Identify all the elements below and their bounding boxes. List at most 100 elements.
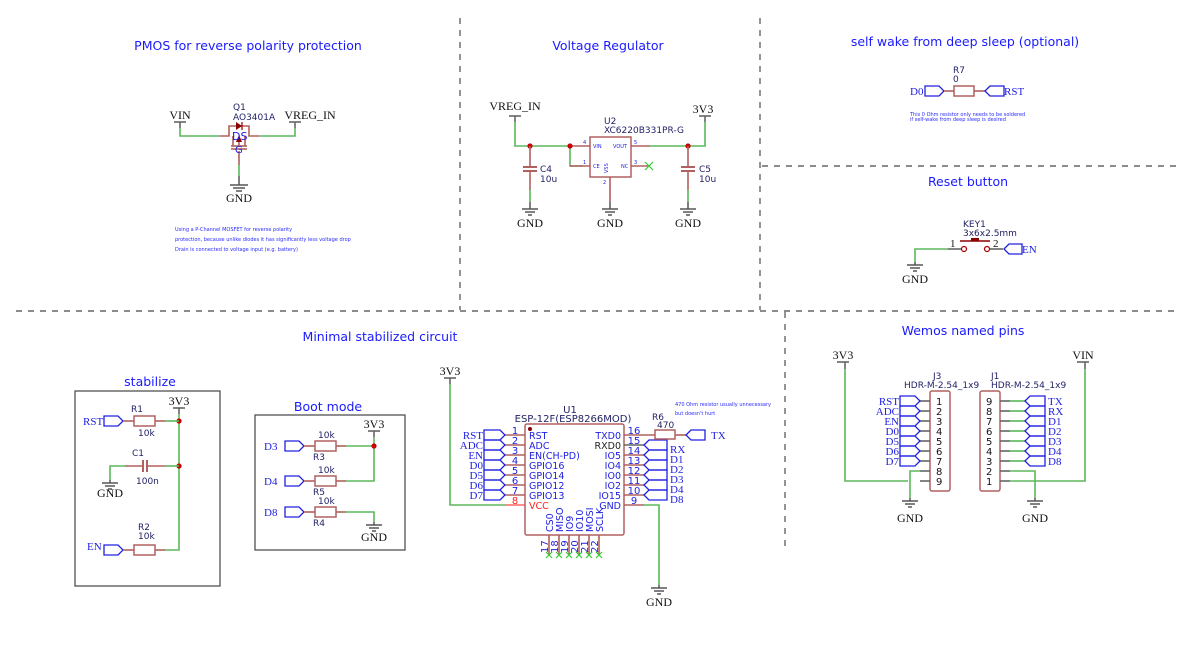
flag-esp-d2[interactable]: D2 [670,464,683,476]
net-label-vreg-in-2: VREG_IN [489,99,541,113]
port-flag-en-icon [1003,243,1023,255]
svg-text:9: 9 [986,397,992,408]
flag-esp-adc[interactable]: ADC [460,440,483,452]
u2-pin-nc: NC [621,164,629,170]
svg-text:2: 2 [512,436,518,447]
svg-text:10k: 10k [318,497,335,507]
flag-j1-rx[interactable]: RX [1048,406,1063,418]
esp-pin-adc: ADC [529,441,550,452]
flag-d3-boot[interactable]: D3 [264,441,278,453]
svg-text:5: 5 [936,437,942,448]
gnd-symbol-c1: GND [97,480,123,500]
resistor-r4[interactable] [314,506,337,518]
gnd-symbol-c4: GND [517,202,543,230]
svg-text:3: 3 [512,446,518,457]
flag-j1-d2[interactable]: D2 [1048,426,1061,438]
port-flag-icon [483,469,506,481]
capacitor-c5[interactable]: C5 10u [681,146,716,190]
flag-j1-d4[interactable]: D4 [1048,446,1062,458]
svg-text:GND: GND [897,511,923,525]
svg-text:17: 17 [540,540,551,553]
esp-pin-io0: IO0 [605,471,621,482]
regulator-section: Voltage Regulator VREG_IN C4 10u U2 XC62… [489,38,716,230]
resistor-r6[interactable] [654,429,676,440]
resistor-r7[interactable] [953,85,975,97]
flag-esp-d1[interactable]: D1 [670,454,683,466]
flag-d4-boot[interactable]: D4 [264,476,278,488]
svg-text:16: 16 [628,426,641,437]
esp-pin-gpio12: GPIO12 [529,481,564,492]
flag-j1-tx[interactable]: TX [1048,396,1063,408]
flag-en-stab[interactable]: EN [87,541,102,553]
flag-rst-stab[interactable]: RST [83,416,103,428]
flag-esp-d4[interactable]: D4 [670,484,684,496]
capacitor-c4[interactable]: C4 10u [523,146,557,190]
flag-j1-d3[interactable]: D3 [1048,436,1062,448]
svg-text:10k: 10k [138,532,155,542]
flag-j1-d8[interactable]: D8 [1048,456,1062,468]
svg-text:4: 4 [936,427,942,438]
stabilize-box [74,390,221,587]
flag-j3-d5[interactable]: D5 [886,436,900,448]
resistor-r2[interactable] [133,544,156,556]
flag-esp-d5[interactable]: D5 [470,470,484,482]
net-label-vin: VIN [169,108,191,122]
port-flag-icon [899,445,921,457]
flag-j3-d0[interactable]: D0 [886,426,900,438]
svg-text:1: 1 [583,160,586,166]
flag-esp-d7[interactable]: D7 [470,490,484,502]
flag-esp-d0[interactable]: D0 [470,460,484,472]
svg-text:GND: GND [1022,511,1048,525]
flag-tx[interactable]: TX [711,430,726,442]
flag-esp-en[interactable]: EN [468,450,483,462]
section-dividers [16,18,1180,552]
flag-j3-rst[interactable]: RST [879,396,899,408]
flag-j3-adc[interactable]: ADC [876,406,899,418]
flag-esp-rx[interactable]: RX [670,444,685,456]
esp-pin-en(ch-pd): EN(CH-PD) [529,451,580,462]
port-flag-icon [1024,395,1046,407]
svg-text:3V3: 3V3 [169,394,190,408]
flag-j3-en[interactable]: EN [884,416,899,428]
svg-text:8: 8 [936,467,942,478]
flag-j1-d1[interactable]: D1 [1048,416,1061,428]
c4-ref: C4 [540,165,552,175]
esp-pin-io5: IO5 [605,451,621,462]
port-flag-icon [1024,415,1046,427]
svg-text:2: 2 [993,238,999,250]
flag-d0[interactable]: D0 [910,86,924,98]
ic-u1[interactable]: U1 ESP-12F(ESP8266MOD) [515,405,632,536]
flag-j3-d7[interactable]: D7 [886,456,900,468]
gnd-symbol-j1: GND [1022,498,1048,525]
resistor-r3[interactable] [314,440,337,452]
body-diode-icon [236,122,242,130]
pushbutton-key1[interactable] [960,238,991,253]
flag-en-reset[interactable]: EN [1022,244,1037,256]
flag-esp-d8[interactable]: D8 [670,494,684,506]
port-flag-icon [483,449,506,461]
mosfet-q1[interactable]: Q1 AO3401A DS G [220,103,276,165]
flag-esp-rst[interactable]: RST [463,430,483,442]
ic-u2[interactable]: U2 XC6220B331PR-G VIN CE VOUT NC VSS 4 1… [583,117,684,186]
svg-text:470: 470 [657,421,674,431]
flag-j3-d6[interactable]: D6 [886,446,900,458]
resistor-r1[interactable] [133,415,156,427]
svg-text:R4: R4 [313,519,325,529]
boot-title: Boot mode [294,399,363,414]
esp-pin-gnd: GND [599,501,621,512]
u2-pin-vout: VOUT [613,144,628,150]
flag-rst[interactable]: RST [1004,86,1024,98]
flag-esp-d3[interactable]: D3 [670,474,684,486]
svg-text:VIN: VIN [1072,348,1094,362]
port-flag-icon [284,440,305,452]
port-flag-icon [483,459,506,471]
port-flag-icon [899,415,921,427]
svg-text:R1: R1 [131,405,143,415]
esp-pin-txd0: TXD0 [594,431,621,442]
port-flag-icon [899,455,921,467]
esp-pin-io9: IO9 [565,516,576,532]
resistor-r5[interactable] [314,475,337,487]
flag-esp-d6[interactable]: D6 [470,480,484,492]
pmos-section: PMOS for reverse polarity protection VIN… [134,38,362,253]
flag-d8-boot[interactable]: D8 [264,507,278,519]
